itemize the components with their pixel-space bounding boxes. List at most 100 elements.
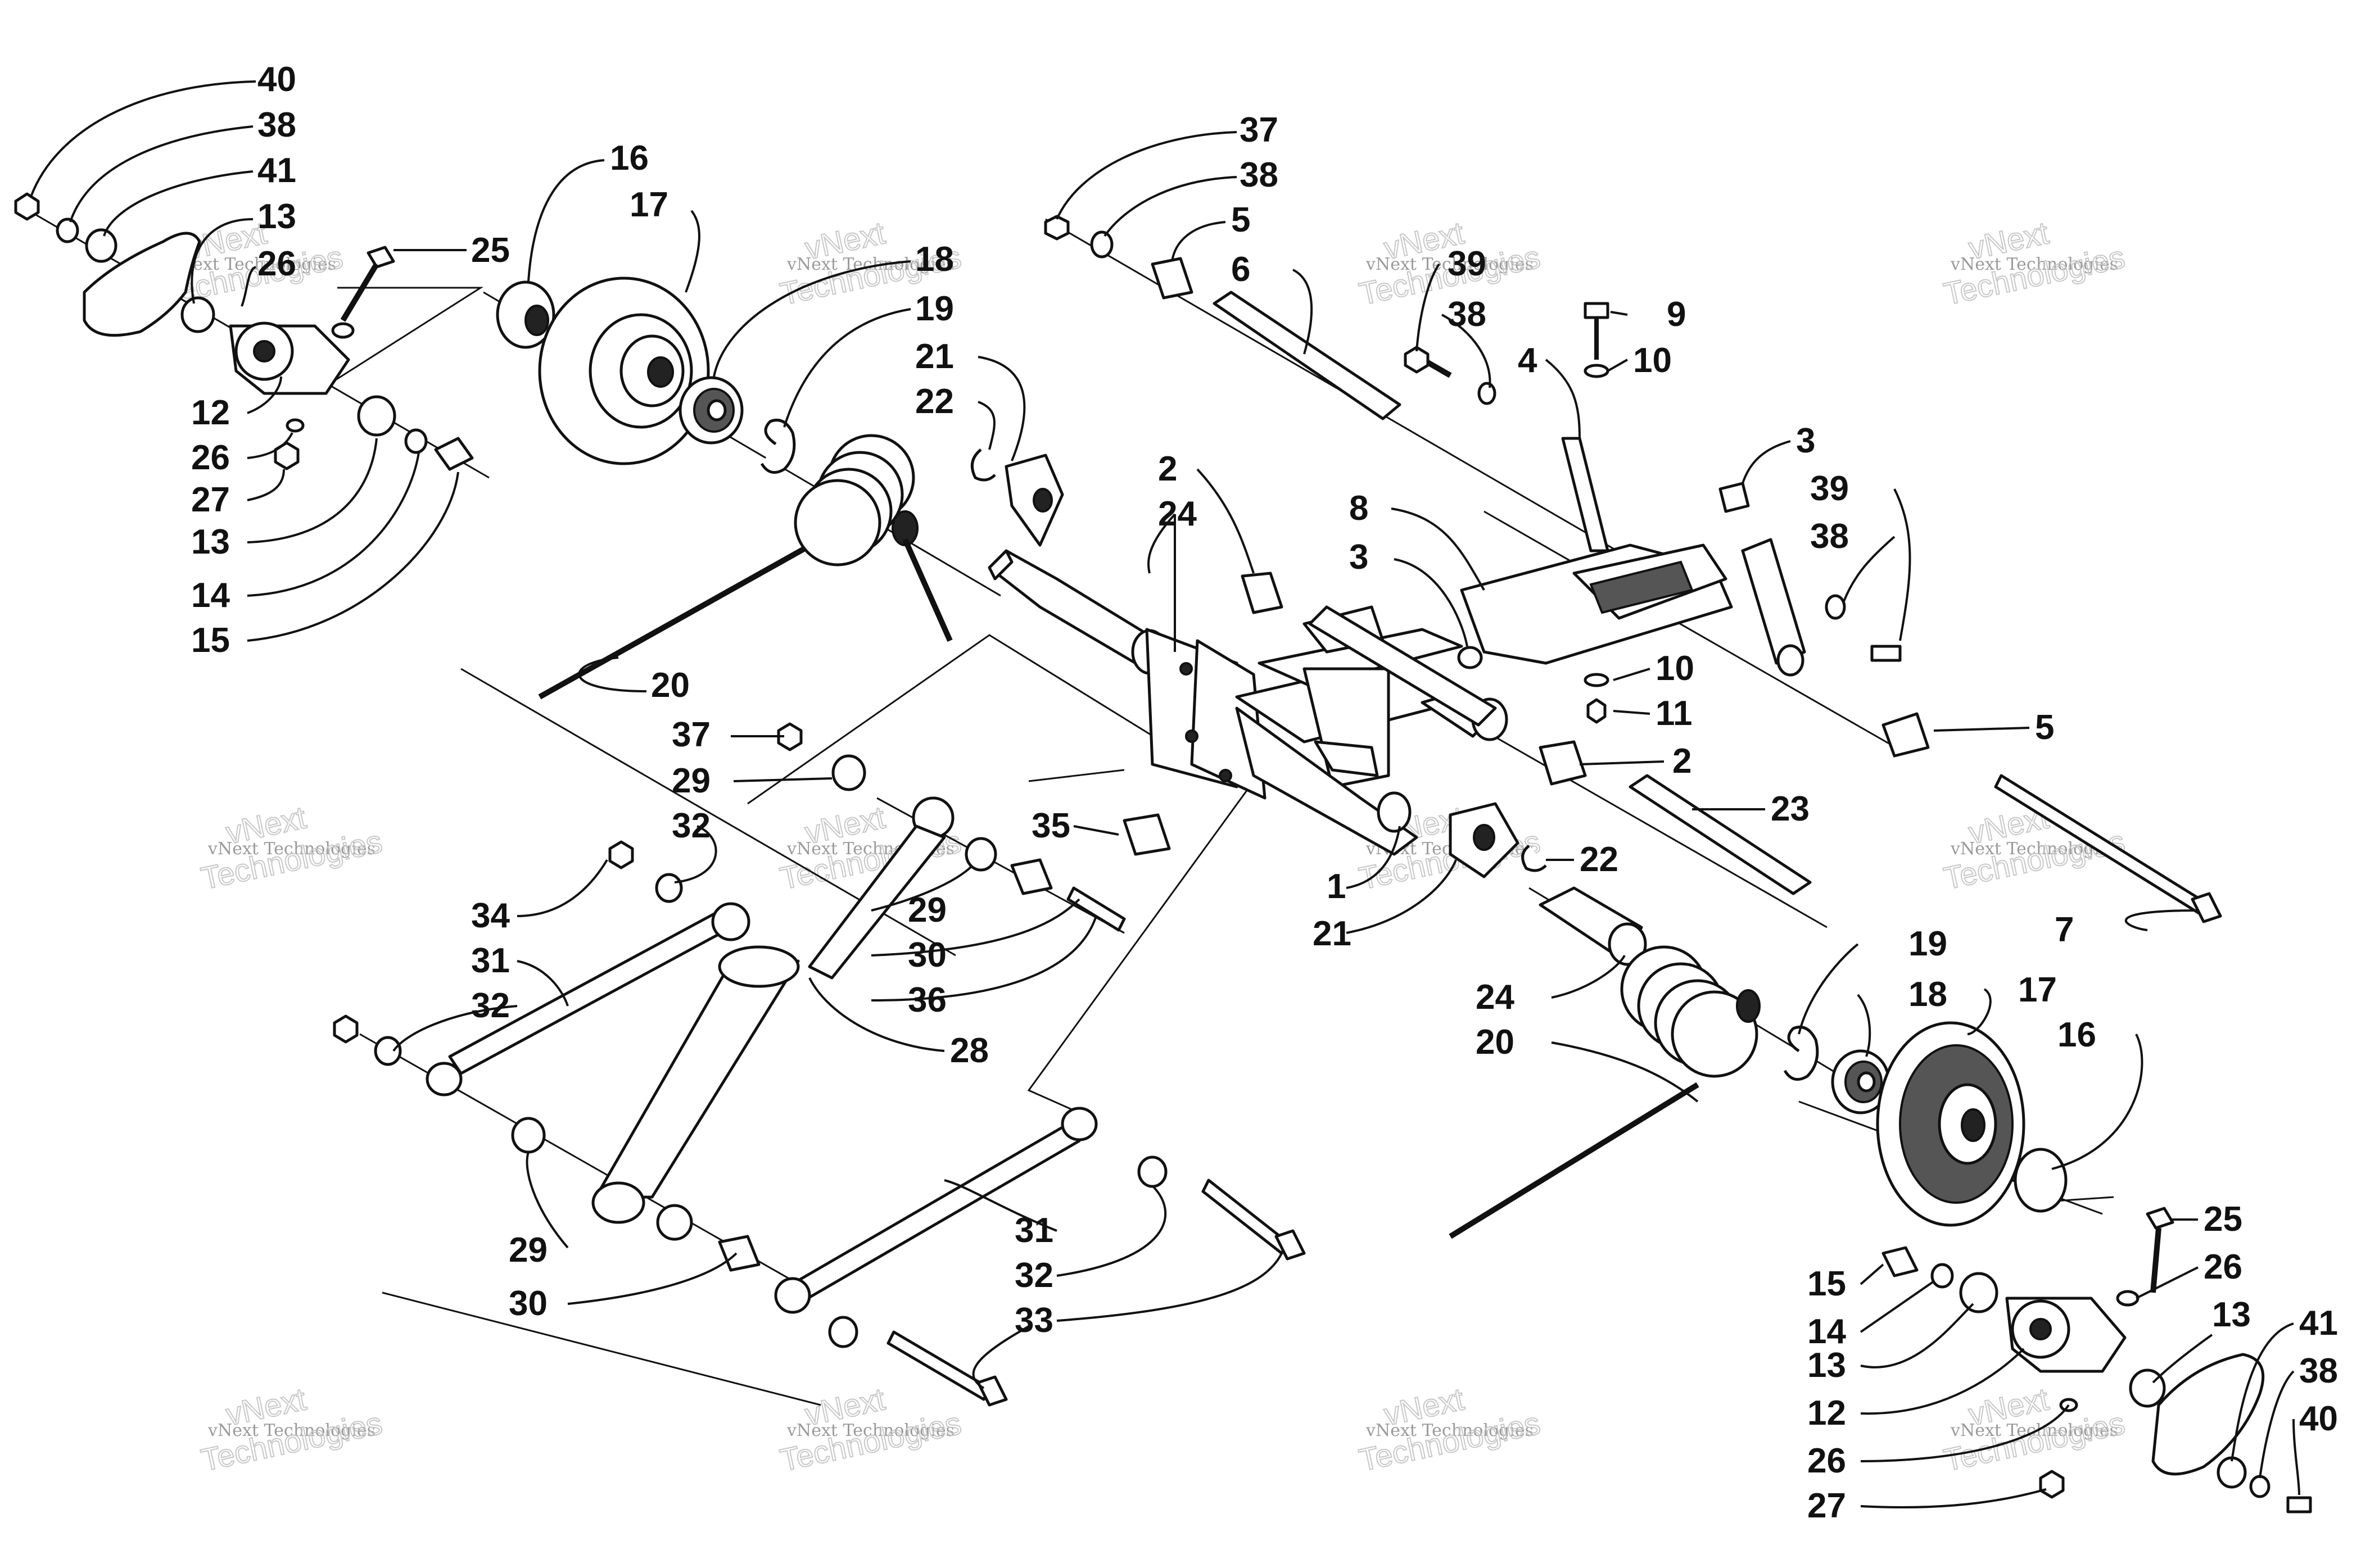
watermark-text: vNext Technologies xyxy=(207,1421,376,1440)
bolt-9 xyxy=(1584,302,1609,319)
shaft-24-rear xyxy=(1308,605,1497,727)
bushing-35 xyxy=(1123,813,1171,856)
callout-10: 10 xyxy=(1656,649,1694,688)
clip-22-left xyxy=(970,448,996,482)
bolt-25-right xyxy=(2146,1207,2174,1293)
callout-14: 14 xyxy=(191,576,230,615)
callout-12: 12 xyxy=(191,393,230,432)
grease-zerk-3-center xyxy=(1457,646,1483,669)
callout-31: 31 xyxy=(471,941,510,980)
shaft-24-right xyxy=(1539,886,1647,966)
rear-mounting-group xyxy=(1044,215,2222,923)
washer-14-left xyxy=(404,428,428,454)
callout-labels: 40 38 41 13 26 25 12 26 27 13 14 15 16 1… xyxy=(191,60,2338,1525)
callout-17: 17 xyxy=(630,185,668,224)
bolt-40-left xyxy=(14,192,40,221)
bushing-5-top xyxy=(1151,257,1193,300)
cap-15-right xyxy=(1881,1246,1919,1277)
shaft-23 xyxy=(1629,774,1812,895)
washer-38-right-top xyxy=(1477,382,1496,405)
skid-plate-8 xyxy=(1460,538,1806,677)
right-torsion-spring-group xyxy=(1449,802,2312,1513)
bolt-33-right xyxy=(1201,1179,1289,1255)
spacer-2-right xyxy=(1539,740,1587,786)
watermark: vNext Technologies vNext Technologies xyxy=(776,214,965,312)
washer-26-left-top xyxy=(331,322,355,339)
callout-33: 33 xyxy=(1015,1301,1053,1340)
callout-16: 16 xyxy=(610,139,649,178)
watermark-text: vNext Technologies xyxy=(207,839,376,859)
callout-38: 38 xyxy=(1810,517,1849,556)
nut-11 xyxy=(1586,698,1607,724)
cap-15-left xyxy=(434,437,474,471)
callout-30: 30 xyxy=(509,1284,548,1323)
left-torsion-spring-group xyxy=(538,434,1483,700)
callout-6: 6 xyxy=(1231,250,1250,289)
callout-15: 15 xyxy=(191,621,230,660)
shaft-24-left xyxy=(988,549,1168,675)
link-31-upper xyxy=(426,902,750,1096)
bolt-36 xyxy=(1066,886,1126,932)
idler-wheel-17-left xyxy=(538,277,710,465)
shock-absorber-28 xyxy=(591,824,946,1224)
nut-27-left xyxy=(274,441,300,470)
callout-13: 13 xyxy=(2212,1295,2251,1334)
watermark: vNext Technologies vNext Technologies xyxy=(197,1380,386,1478)
nut-37-lower xyxy=(777,722,803,751)
callout-3: 3 xyxy=(1349,538,1368,577)
watermark: vNext Technologies vNext Technologies xyxy=(197,799,386,896)
callout-36: 36 xyxy=(908,981,947,1019)
callout-29: 29 xyxy=(509,1231,548,1270)
callout-40: 40 xyxy=(2299,1399,2338,1438)
callout-2: 2 xyxy=(1158,450,1177,488)
callout-32: 32 xyxy=(1015,1256,1053,1295)
washer-38-top xyxy=(1090,230,1114,259)
axle-clamp-12-left xyxy=(229,321,350,395)
callout-9: 9 xyxy=(1667,295,1686,334)
bearing-18-left xyxy=(679,376,744,445)
bearing-18-right xyxy=(1831,1049,1890,1114)
callout-38: 38 xyxy=(2299,1352,2338,1390)
bushing-29-left xyxy=(511,1117,546,1154)
washer-38-left xyxy=(56,217,79,243)
watermark-text: vNext Technologies xyxy=(786,255,955,274)
callout-1: 1 xyxy=(1327,867,1346,906)
callout-20: 20 xyxy=(651,666,690,705)
washer-38-right-bottom xyxy=(2249,1475,2270,1498)
callout-18: 18 xyxy=(915,240,954,279)
callout-41: 41 xyxy=(2299,1304,2338,1343)
washer-26-left-bottom xyxy=(286,418,305,433)
watermark: vNext Technologies vNext Technologies xyxy=(776,1380,965,1478)
callout-22: 22 xyxy=(1580,840,1618,879)
watermark-text: vNext Technologies xyxy=(1365,255,1534,274)
callout-17: 17 xyxy=(2018,971,2057,1009)
callout-27: 27 xyxy=(1807,1487,1846,1525)
bushing-32-top xyxy=(655,873,683,903)
bushing-13-right xyxy=(1959,1272,1998,1313)
link-31-lower xyxy=(774,1107,1098,1314)
callout-3: 3 xyxy=(1796,422,1815,460)
callout-26: 26 xyxy=(1807,1442,1846,1480)
sleeve-30-low xyxy=(718,1235,761,1272)
callout-8: 8 xyxy=(1349,489,1368,528)
snap-ring-19-left xyxy=(760,419,796,474)
callout-2: 2 xyxy=(1672,742,1691,781)
triangle-plate-21-left xyxy=(1005,454,1064,547)
callout-15: 15 xyxy=(1807,1265,1846,1303)
bolt-25-left xyxy=(340,246,395,322)
clip-22-right xyxy=(1521,845,1547,872)
bolt-40-right xyxy=(2286,1496,2312,1513)
watermark-text: vNext Technologies xyxy=(1365,1421,1534,1440)
shock-link-group xyxy=(333,722,1306,1407)
callout-14: 14 xyxy=(1807,1312,1846,1351)
washer-14-right xyxy=(1930,1263,1954,1289)
callout-19: 19 xyxy=(1908,925,1947,963)
callout-20: 20 xyxy=(1476,1023,1514,1062)
bushing-13-left-top xyxy=(180,296,215,333)
bushing-13-left xyxy=(357,395,396,437)
washer-10-top xyxy=(1584,364,1609,378)
nut-34-top xyxy=(608,840,634,869)
callout-12: 12 xyxy=(1807,1394,1846,1433)
bushing-32-left xyxy=(374,1036,402,1066)
sleeve-30-top xyxy=(1010,858,1053,895)
